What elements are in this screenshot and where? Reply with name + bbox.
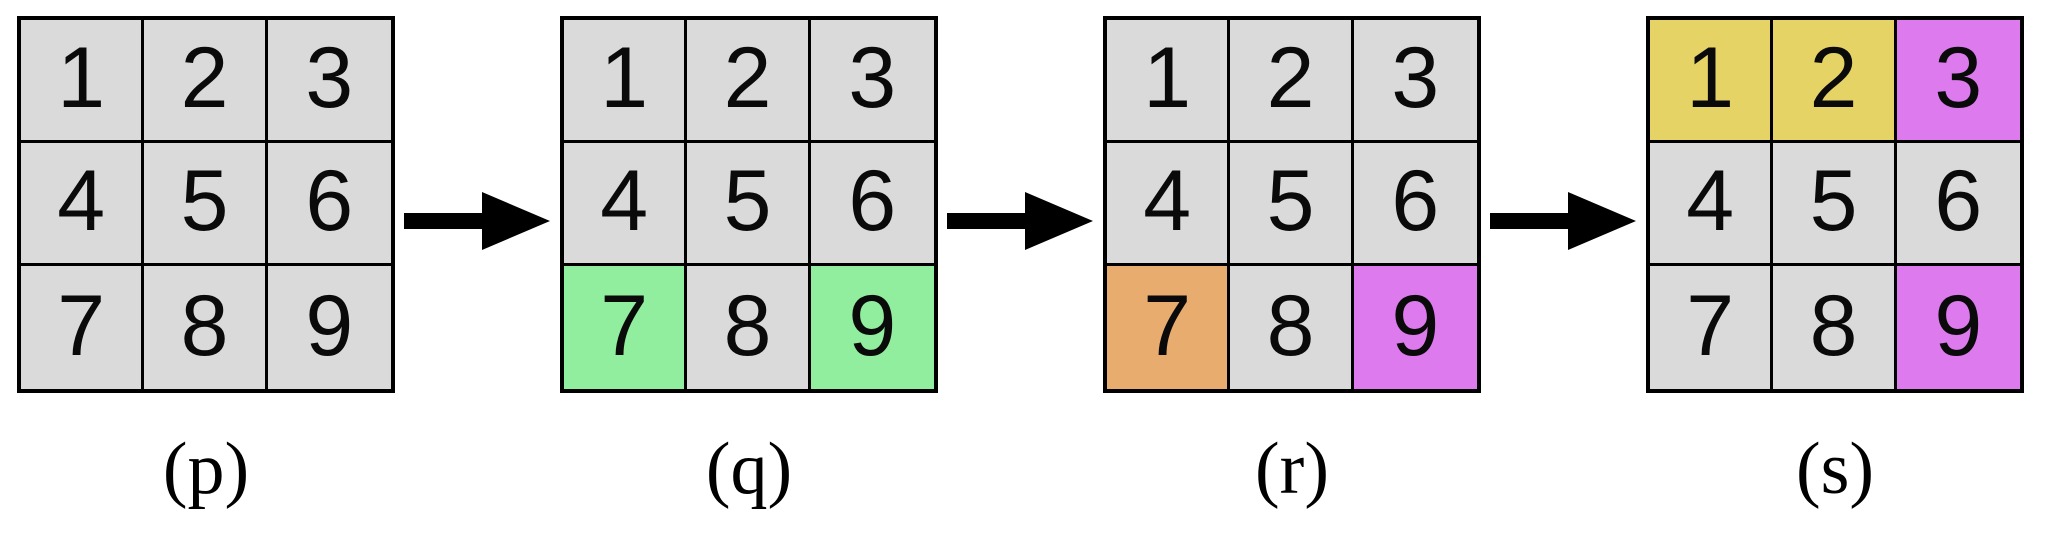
cell-number: 3	[1934, 30, 1983, 126]
grid-cell[interactable]: 8	[1230, 266, 1354, 389]
grid-cell[interactable]: 1	[1107, 20, 1231, 143]
cell-number: 7	[57, 277, 106, 374]
cell-number: 9	[305, 277, 354, 374]
cell-number: 2	[1809, 30, 1858, 126]
cell-number: 8	[1266, 277, 1315, 374]
panel-caption-q: (q)	[705, 428, 793, 510]
grid-cell[interactable]: 2	[144, 20, 268, 143]
grid-cell[interactable]: 6	[1896, 143, 2020, 266]
grid-cell[interactable]: 9	[810, 266, 934, 389]
grid-cell[interactable]: 7	[564, 266, 688, 389]
grid-cell[interactable]: 5	[144, 143, 268, 266]
grid-cell[interactable]: 7	[1107, 266, 1231, 389]
grid-cell[interactable]: 6	[267, 143, 391, 266]
grid-cell[interactable]: 3	[267, 20, 391, 143]
grid-cell[interactable]: 5	[687, 143, 811, 266]
grid-cell[interactable]: 9	[267, 266, 391, 389]
grid-cell[interactable]: 5	[1230, 143, 1354, 266]
cell-number: 6	[1934, 153, 1983, 249]
cell-number: 1	[1686, 30, 1735, 126]
cell-number: 3	[305, 30, 354, 126]
panel-caption-s: (s)	[1795, 428, 1875, 510]
grid-cell[interactable]: 2	[687, 20, 811, 143]
grid-cell[interactable]: 9	[1896, 266, 2020, 389]
cell-number: 9	[1391, 277, 1440, 374]
cell-number: 3	[848, 30, 897, 126]
grid-cell[interactable]: 5	[1773, 143, 1897, 266]
grid-cell[interactable]: 6	[1353, 143, 1477, 266]
cell-number: 8	[723, 277, 772, 374]
grid-cell[interactable]: 2	[1230, 20, 1354, 143]
grid-cell[interactable]: 4	[1650, 143, 1774, 266]
grid-cell[interactable]: 3	[810, 20, 934, 143]
cell-number: 4	[1686, 153, 1735, 249]
cell-number: 4	[1143, 153, 1192, 249]
cell-number: 6	[1391, 153, 1440, 249]
grid-cell[interactable]: 1	[21, 20, 145, 143]
cell-number: 2	[1266, 30, 1315, 126]
cell-number: 6	[305, 153, 354, 249]
grid-cell[interactable]: 3	[1896, 20, 2020, 143]
cell-number: 9	[848, 277, 897, 374]
grid-cell[interactable]: 4	[1107, 143, 1231, 266]
grid-cell[interactable]: 4	[564, 143, 688, 266]
cell-number: 6	[848, 153, 897, 249]
cell-number: 5	[1809, 153, 1858, 249]
cell-number: 4	[600, 153, 649, 249]
transition-arrow-right-icon	[404, 190, 550, 252]
grid-cell[interactable]: 3	[1353, 20, 1477, 143]
grid-cell[interactable]: 8	[144, 266, 268, 389]
grid-cell[interactable]: 7	[21, 266, 145, 389]
transition-arrow-right-icon	[947, 190, 1093, 252]
grid-cell[interactable]: 4	[21, 143, 145, 266]
cell-number: 2	[723, 30, 772, 126]
cell-number: 1	[600, 30, 649, 126]
grid-cell[interactable]: 6	[810, 143, 934, 266]
cell-number: 5	[1266, 153, 1315, 249]
grid-cell[interactable]: 9	[1353, 266, 1477, 389]
panel-caption-r: (r)	[1255, 428, 1329, 510]
cell-number: 5	[180, 153, 229, 249]
cell-number: 8	[180, 277, 229, 374]
grid-cell[interactable]: 8	[687, 266, 811, 389]
cell-number: 3	[1391, 30, 1440, 126]
cell-number: 1	[1143, 30, 1192, 126]
grid-cell[interactable]: 8	[1773, 266, 1897, 389]
cell-number: 2	[180, 30, 229, 126]
cell-number: 7	[600, 277, 649, 374]
cell-number: 9	[1934, 277, 1983, 374]
panel-caption-p: (p)	[162, 428, 250, 510]
transition-arrow-right-icon	[1490, 190, 1636, 252]
grid-cell[interactable]: 1	[1650, 20, 1774, 143]
cell-number: 5	[723, 153, 772, 249]
cell-number: 7	[1143, 277, 1192, 374]
grid-cell[interactable]: 7	[1650, 266, 1774, 389]
cell-number: 4	[57, 153, 106, 249]
cell-number: 8	[1809, 277, 1858, 374]
grid-cell[interactable]: 1	[564, 20, 688, 143]
cell-number: 7	[1686, 277, 1735, 374]
cell-number: 1	[57, 30, 106, 126]
grid-cell[interactable]: 2	[1773, 20, 1897, 143]
